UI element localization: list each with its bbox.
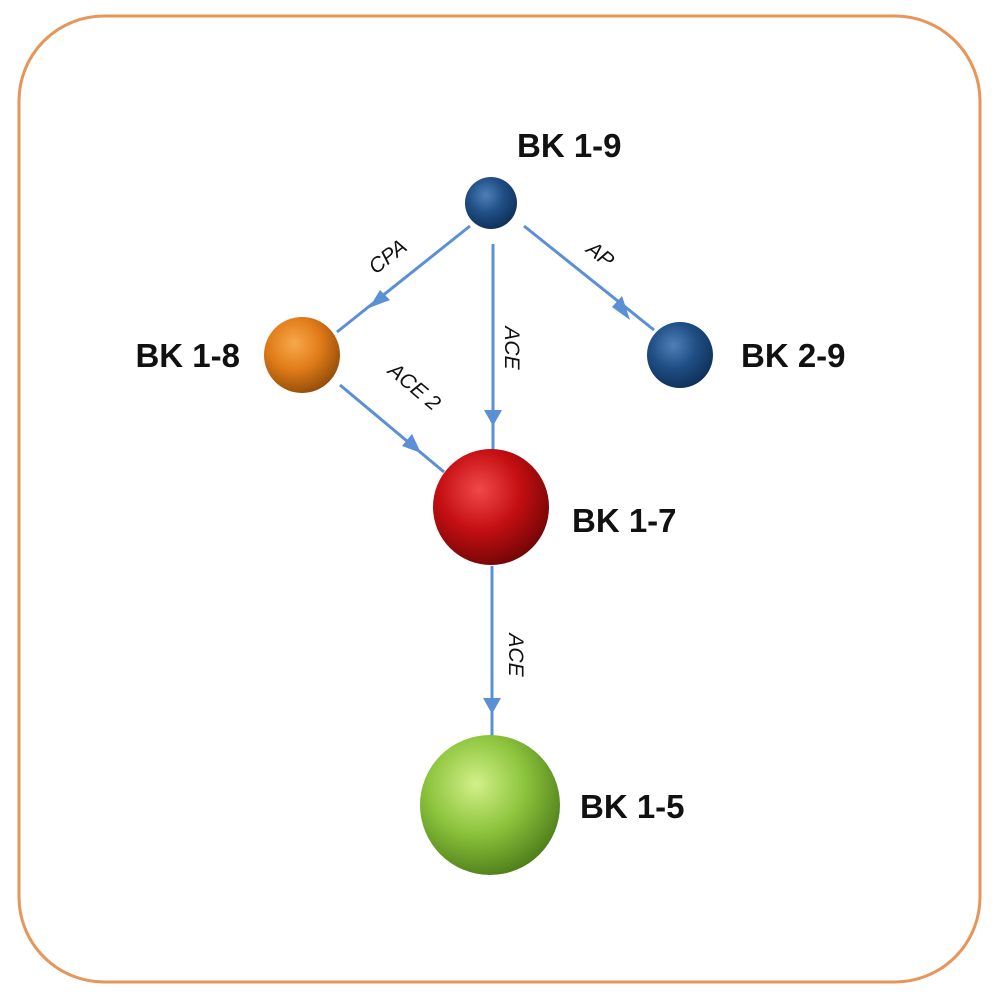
node-bk-1-5-sphere [420, 735, 560, 875]
frame-border [17, 14, 982, 984]
arrowhead-icon [612, 296, 630, 320]
node-bk-1-8-sphere [264, 317, 340, 393]
node-label-bk-2-9: BK 2-9 [741, 337, 846, 374]
edge-label-cpa: CPA [365, 235, 412, 279]
edge-ace2 [339, 383, 445, 474]
node-label-bk-1-5: BK 1-5 [580, 788, 685, 825]
node-bk-1-7-sphere [433, 449, 549, 565]
edge-label-ace2: ACE 2 [382, 357, 445, 415]
edge-label-ap: AP [580, 236, 618, 273]
arrowhead-icon [402, 434, 421, 453]
edge-ace-bottom [483, 566, 501, 736]
node-label-bk-1-8: BK 1-8 [135, 337, 240, 374]
edge-label-ace-bottom: ACE [504, 631, 527, 677]
edge-cpa [336, 224, 471, 334]
edge-ace-top [484, 244, 502, 452]
arrowhead-icon [483, 698, 501, 714]
node-label-bk-1-9: BK 1-9 [517, 127, 622, 164]
arrowhead-icon [484, 410, 502, 426]
edge-ap [523, 224, 655, 332]
edge-label-ace-top: ACE [500, 324, 523, 370]
node-bk-1-9-sphere [465, 177, 517, 229]
node-label-bk-1-7: BK 1-7 [572, 502, 677, 539]
arrowhead-icon [369, 290, 390, 308]
node-bk-2-9-sphere [647, 322, 713, 388]
